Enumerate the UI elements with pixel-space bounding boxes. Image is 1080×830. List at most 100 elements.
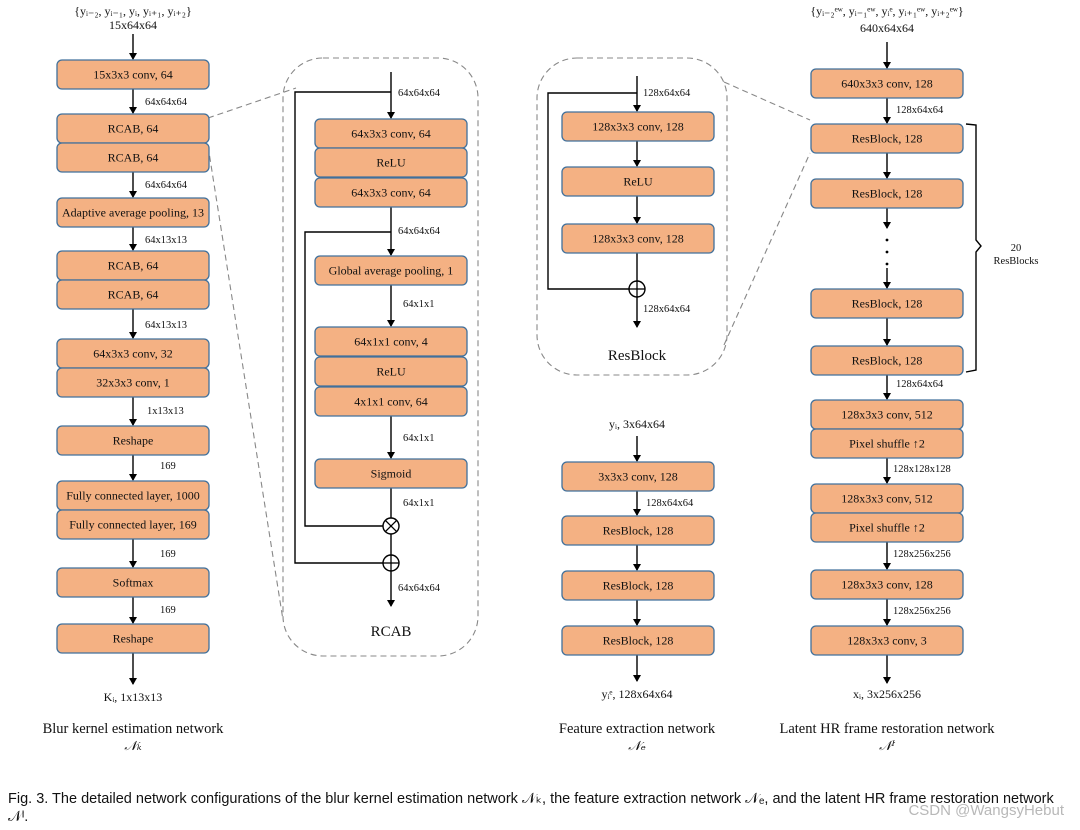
restore-box: 128x3x3 conv, 512 <box>810 399 964 430</box>
box-rect <box>561 223 715 254</box>
box-rect <box>314 255 468 286</box>
box-label: 128x3x3 conv, 128 <box>592 232 684 246</box>
feature-input: yᵢ, 3x64x64 <box>609 417 665 431</box>
restore-edge-label: 128x256x256 <box>893 549 951 560</box>
box-rect <box>314 147 468 178</box>
box-label: 128x3x3 conv, 3 <box>847 634 927 648</box>
restore-input-size: 640x64x64 <box>860 21 914 35</box>
connector-line <box>294 91 391 564</box>
box-rect <box>56 367 210 398</box>
box-label: Fully connected layer, 1000 <box>66 489 199 503</box>
box-label: 128x3x3 conv, 128 <box>592 120 684 134</box>
restore-box: ResBlock, 128 <box>810 345 964 376</box>
box-label: 64x3x3 conv, 32 <box>93 347 173 361</box>
brace-count: 20 <box>1011 243 1022 254</box>
box-rect <box>56 279 210 310</box>
box-rect <box>561 166 715 197</box>
box-label: 4x1x1 conv, 64 <box>354 395 428 409</box>
blur-box: Adaptive average pooling, 13 <box>56 197 210 228</box>
blur-box: Reshape <box>56 623 210 654</box>
resblock-edge-label: 128x64x64 <box>643 304 691 315</box>
blur-input-size: 15x64x64 <box>109 18 157 32</box>
watermark: CSDN @WangsyHebut <box>908 802 1064 819</box>
feature-box: ResBlock, 128 <box>561 570 715 601</box>
box-label: ResBlock, 128 <box>852 297 923 311</box>
rcab-edge-label: 64x64x64 <box>398 583 441 594</box>
connector-line <box>547 92 637 290</box>
box-rect <box>810 178 964 209</box>
resblocks-brace <box>965 123 982 373</box>
restore-box: Pixel shuffle ↑2 <box>810 428 964 459</box>
rcab-container <box>282 57 479 657</box>
box-label: Global average pooling, 1 <box>329 264 454 278</box>
blur-box: RCAB, 64 <box>56 142 210 173</box>
box-label: Pixel shuffle ↑2 <box>849 437 925 451</box>
box-label: ResBlock, 128 <box>603 634 674 648</box>
box-label: 3x3x3 conv, 128 <box>598 470 678 484</box>
ellipsis-dot <box>885 238 889 242</box>
rcab-box: ReLU <box>314 356 468 387</box>
rcab-box: Sigmoid <box>314 458 468 489</box>
box-label: RCAB, 64 <box>108 259 159 273</box>
box-rect <box>810 123 964 154</box>
op-stroke <box>384 519 398 533</box>
box-rect <box>810 625 964 656</box>
add-icon <box>628 280 646 298</box>
figure-caption: Fig. 3. The detailed network configurati… <box>8 791 1054 825</box>
blur-edge-label: 64x64x64 <box>145 97 188 108</box>
box-rect <box>314 386 468 417</box>
ellipsis-dot <box>885 250 889 254</box>
blur-box: 15x3x3 conv, 64 <box>56 59 210 90</box>
blur-edge-label: 169 <box>160 549 176 560</box>
ellipsis-dot <box>885 262 889 266</box>
box-label: ResBlock, 128 <box>603 524 674 538</box>
box-rect <box>810 288 964 319</box>
blur-box: Reshape <box>56 425 210 456</box>
restore-edge-label: 128x256x256 <box>893 606 951 617</box>
box-label: RCAB, 64 <box>108 151 159 165</box>
box-label: RCAB, 64 <box>108 288 159 302</box>
blur-box: RCAB, 64 <box>56 113 210 144</box>
blur-edge-label: 1x13x13 <box>147 406 184 417</box>
blur-edge-label: 64x13x13 <box>145 235 187 246</box>
rcab-box: Global average pooling, 1 <box>314 255 468 286</box>
resblock-container <box>536 57 728 376</box>
box-label: 64x3x3 conv, 64 <box>351 127 431 141</box>
restore-input: {yᵢ₋₂ᵉʷ, yᵢ₋₁ᵉʷ, yᵢᵉ, yᵢ₊₁ᵉʷ, yᵢ₊₂ᵉʷ} <box>810 4 963 18</box>
box-label: Sigmoid <box>371 467 412 481</box>
network-diagram: 15x3x3 conv, 64 RCAB, 64 RCAB, 64 Adaptive … <box>43 4 1039 754</box>
resblock-box: 128x3x3 conv, 128 <box>561 223 715 254</box>
restore-title: Latent HR frame restoration network <box>779 721 995 737</box>
restore-box: 128x3x3 conv, 512 <box>810 483 964 514</box>
feature-symbol: 𝒩ₑ <box>628 739 646 754</box>
blur-edge-label: 169 <box>160 461 176 472</box>
box-label: 15x3x3 conv, 64 <box>93 68 173 82</box>
box-rect <box>561 111 715 142</box>
blur-box: 64x3x3 conv, 32 <box>56 338 210 369</box>
feature-edge-label: 128x64x64 <box>646 498 694 509</box>
restore-box: ResBlock, 128 <box>810 288 964 319</box>
box-label: 64x3x3 conv, 64 <box>351 186 431 200</box>
box-rect <box>56 509 210 540</box>
box-label: 32x3x3 conv, 1 <box>96 376 170 390</box>
box-rect <box>810 512 964 543</box>
rcab-box: 4x1x1 conv, 64 <box>314 386 468 417</box>
box-label: ReLU <box>623 175 653 189</box>
box-label: Softmax <box>113 576 154 590</box>
box-label: Fully connected layer, 169 <box>69 518 196 532</box>
feature-box: ResBlock, 128 <box>561 625 715 656</box>
rcab-edge-label: 64x1x1 <box>403 498 435 509</box>
box-label: 128x3x3 conv, 512 <box>841 408 933 422</box>
box-rect <box>561 515 715 546</box>
restore-output: xᵢ, 3x256x256 <box>853 687 921 701</box>
box-rect <box>314 326 468 357</box>
restore-box: 128x3x3 conv, 128 <box>810 569 964 600</box>
blur-output: Kᵢ, 1x13x13 <box>104 690 163 704</box>
rcab-box: ReLU <box>314 147 468 178</box>
box-rect <box>561 625 715 656</box>
box-label: Adaptive average pooling, 13 <box>62 206 204 220</box>
rcab-box: 64x3x3 conv, 64 <box>314 177 468 208</box>
restore-edge-label: 128x128x128 <box>893 464 951 475</box>
box-rect <box>56 197 210 228</box>
box-rect <box>810 345 964 376</box>
